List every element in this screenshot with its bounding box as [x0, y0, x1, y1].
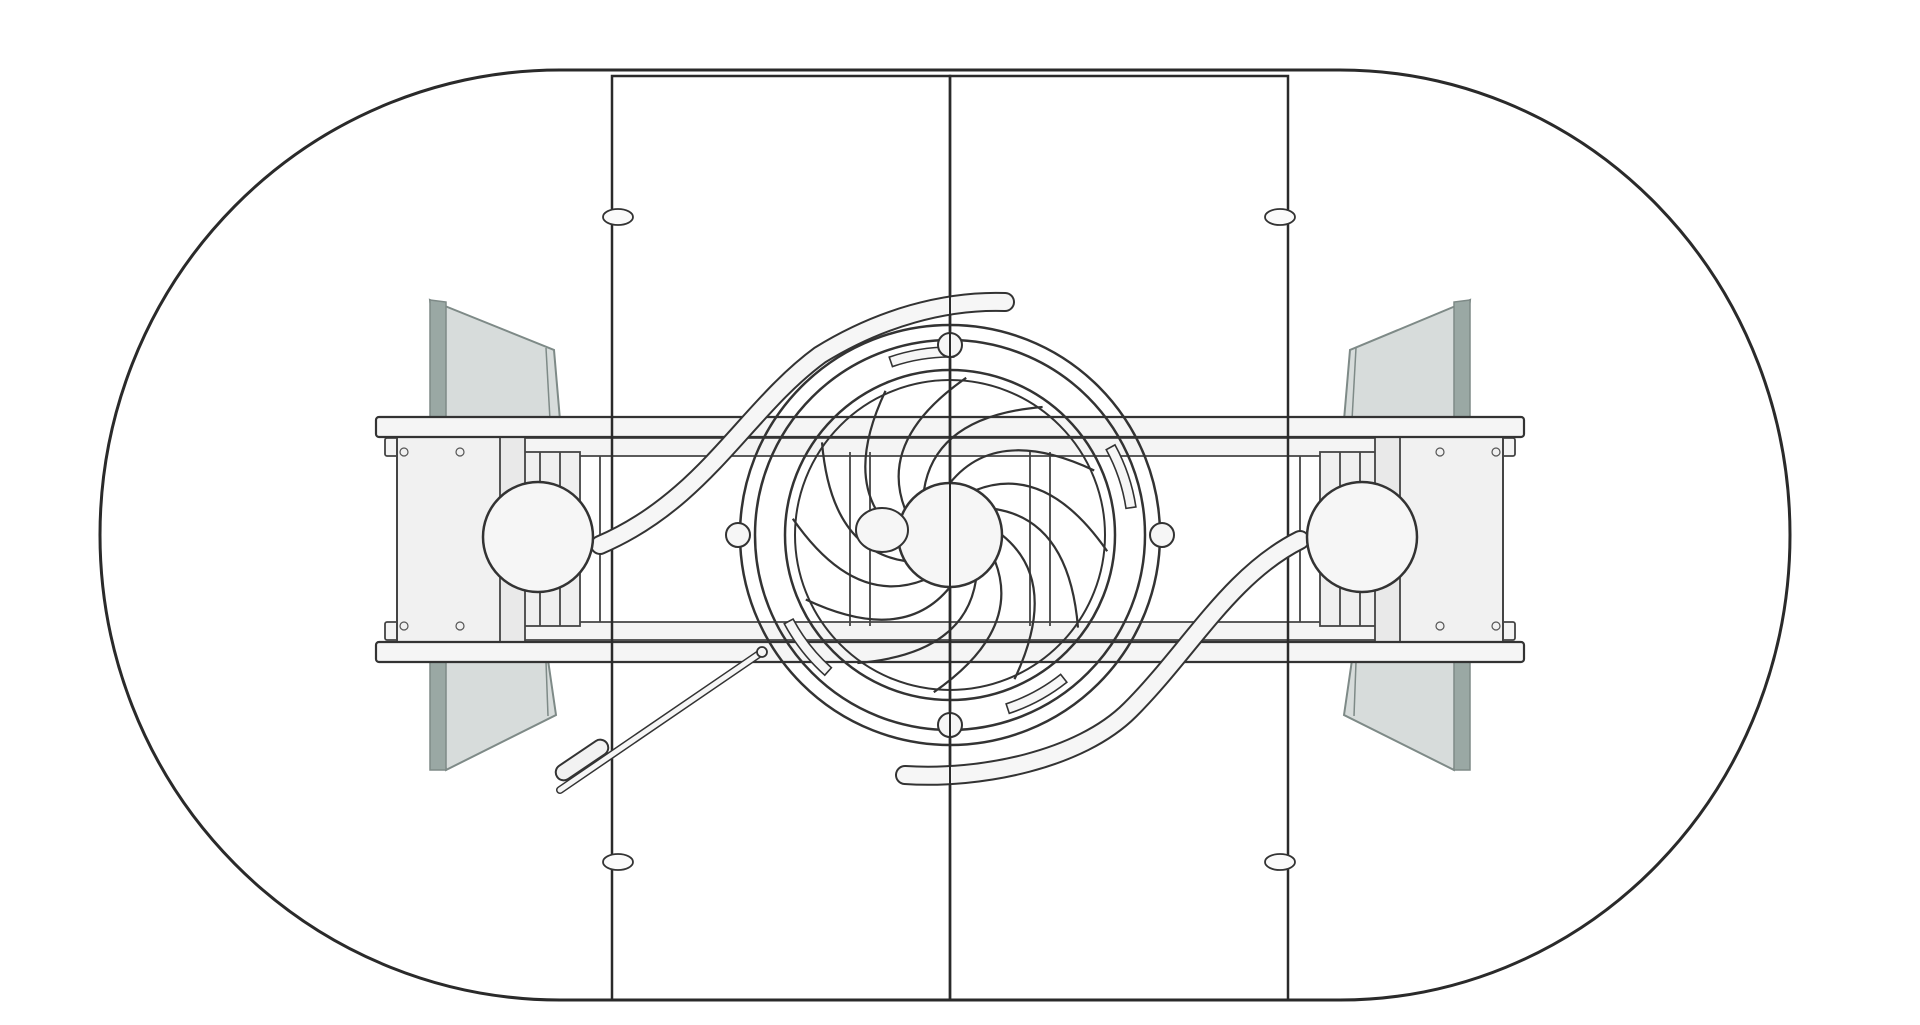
- alignment-pin: [1264, 853, 1296, 871]
- wheel-arc-slot: [783, 617, 833, 677]
- left-hub: [481, 480, 595, 594]
- right-hub: [1305, 480, 1419, 594]
- alignment-pin: [602, 853, 634, 871]
- wheel-bolt-right: [1149, 522, 1175, 548]
- wheel-arc-slot: [1105, 443, 1137, 510]
- wheel-spoke: [922, 405, 1043, 491]
- wheel-arc-slots: [783, 346, 1137, 715]
- wheel-spoke: [949, 449, 1095, 484]
- alignment-pin: [1264, 208, 1296, 226]
- side-hubs: [481, 480, 1419, 594]
- crank-grip: [554, 738, 610, 782]
- wheel-spokes: [791, 376, 1109, 694]
- wheel-spoke: [975, 482, 1109, 552]
- wheel-spoke: [791, 518, 925, 588]
- alignment-pin: [602, 208, 634, 226]
- glass-leg-panels: [428, 298, 1472, 772]
- glass-panel-top-right: [1342, 298, 1472, 421]
- wheel-spoke: [994, 507, 1080, 628]
- wheel-spoke: [820, 442, 906, 563]
- tabletop-outline: [98, 68, 1792, 1002]
- glass-panel-top-left: [428, 298, 562, 421]
- wheel-spoke: [857, 579, 978, 665]
- glass-panel-bottom-right: [1342, 659, 1472, 772]
- alignment-pins: [602, 208, 1296, 871]
- wheel-spoke: [805, 586, 951, 621]
- wheel-small-pulley: [855, 507, 909, 553]
- crank-handle: [554, 646, 768, 794]
- glass-panel-bottom-left: [428, 659, 558, 772]
- spiral-wheel: [725, 323, 1175, 747]
- s-curve-rails: [590, 291, 1310, 786]
- wheel-spoke: [897, 376, 967, 510]
- wheel-arc-slot: [1005, 673, 1068, 715]
- wheel-spoke: [933, 560, 1003, 694]
- wheel-spoke: [1001, 534, 1036, 680]
- wheel-bolt-left: [725, 522, 751, 548]
